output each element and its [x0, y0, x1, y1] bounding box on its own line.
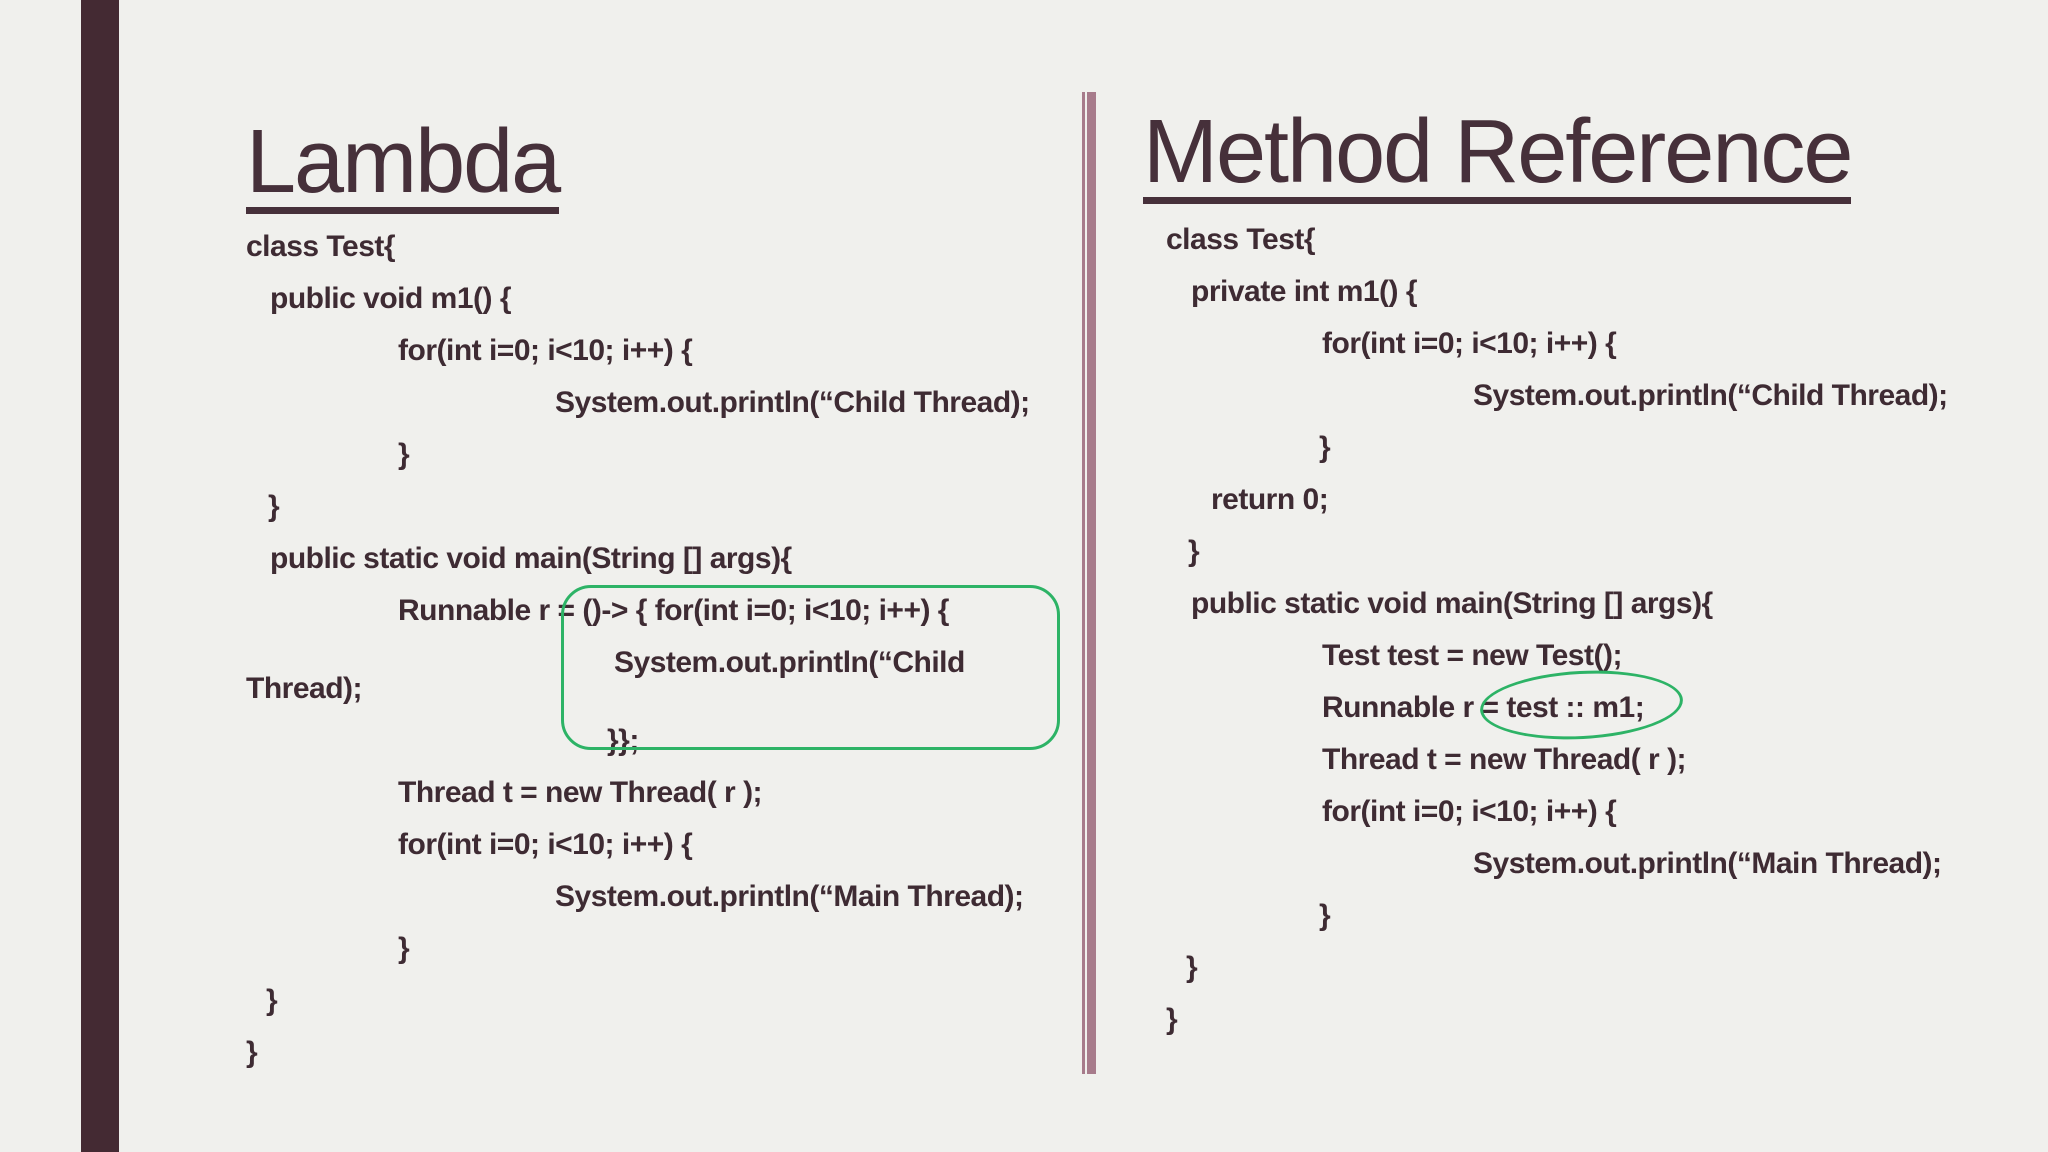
code-line: Runnable r = test :: m1; — [1322, 691, 1645, 724]
code-line: } — [398, 438, 410, 471]
lambda-title: Lambda — [246, 112, 561, 214]
code-line: public static void main(String [] args){ — [1191, 587, 1713, 620]
lambda-annotation-box — [561, 585, 1060, 750]
code-line: for(int i=0; i<10; i++) { — [1322, 327, 1617, 360]
code-line: private int m1() { — [1191, 275, 1418, 308]
code-line: } — [1186, 951, 1198, 984]
code-line: class Test{ — [246, 230, 396, 263]
code-line: class Test{ — [1166, 223, 1316, 256]
panel-divider-thin-line — [1082, 92, 1085, 1074]
panel-divider-thick-line — [1087, 92, 1096, 1074]
left-accent-bar — [81, 0, 119, 1152]
method-reference-code-block: class Test{ private int m1() { for(int i=0… — [1166, 0, 2048, 1152]
code-line: System.out.println(“Child Thread); — [555, 386, 1030, 419]
code-line: for(int i=0; i<10; i++) { — [398, 828, 693, 861]
code-line: public void m1() { — [270, 282, 512, 315]
code-line: }}; — [607, 724, 639, 757]
code-line: System.out.println(“Child Thread); — [1473, 379, 1948, 412]
code-line: } — [268, 490, 280, 523]
code-line: } — [246, 1036, 258, 1069]
code-line: Thread t = new Thread( r ); — [398, 776, 763, 809]
code-line: System.out.println(“Child — [614, 646, 965, 679]
code-line: Thread); — [246, 672, 363, 705]
code-line: } — [266, 984, 278, 1017]
code-line: public static void main(String [] args){ — [270, 542, 792, 575]
code-line: for(int i=0; i<10; i++) { — [398, 334, 693, 367]
code-line: } — [1319, 899, 1331, 932]
code-line: } — [1188, 535, 1200, 568]
code-line: Test test = new Test(); — [1322, 639, 1622, 672]
code-line: for(int i=0; i<10; i++) { — [1322, 795, 1617, 828]
code-line: } — [1319, 431, 1331, 464]
code-line: Runnable r = ()-> { for(int i=0; i<10; i… — [398, 594, 949, 627]
code-line: System.out.println(“Main Thread); — [1473, 847, 1942, 880]
lambda-code-block: class Test{ public void m1() { for(int i=0… — [246, 0, 1146, 1152]
code-line: } — [1166, 1003, 1178, 1036]
method-reference-title: Method Reference — [1143, 102, 1853, 204]
code-line: return 0; — [1211, 483, 1329, 516]
code-line: System.out.println(“Main Thread); — [555, 880, 1024, 913]
code-line: Thread t = new Thread( r ); — [1322, 743, 1687, 776]
code-line: } — [398, 932, 410, 965]
